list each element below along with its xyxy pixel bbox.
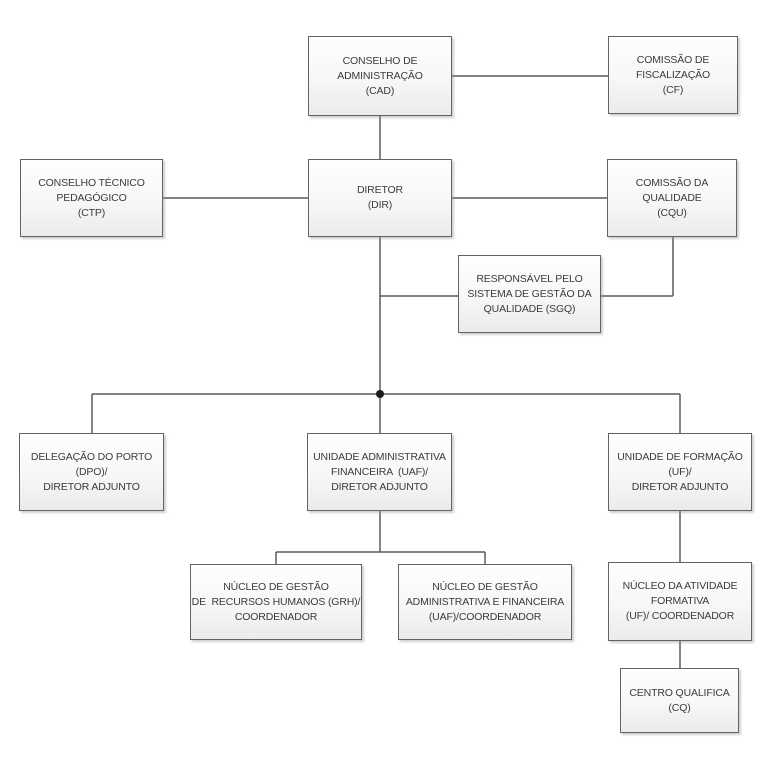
node-comissao-fiscalizacao: COMISSÃO DE FISCALIZAÇÃO (CF) [608,36,738,114]
node-nucleo-administrativa-financeira: NÚCLEO DE GESTÃO ADMINISTRATIVA E FINANC… [398,564,572,640]
node-comissao-qualidade: COMISSÃO DA QUALIDADE (CQU) [607,159,737,237]
node-delegacao-porto: DELEGAÇÃO DO PORTO (DPO)/ DIRETOR ADJUNT… [19,433,164,511]
node-responsavel-sgq: RESPONSÁVEL PELO SISTEMA DE GESTÃO DA QU… [458,255,601,333]
node-centro-qualifica: CENTRO QUALIFICA (CQ) [620,668,739,733]
node-conselho-tecnico-pedagogico: CONSELHO TÉCNICO PEDAGÓGICO (CTP) [20,159,163,237]
node-unidade-formacao: UNIDADE DE FORMAÇÃO (UF)/ DIRETOR ADJUNT… [608,433,752,511]
node-conselho-administracao: CONSELHO DE ADMINISTRAÇÃO (CAD) [308,36,452,116]
node-nucleo-atividade-formativa: NÚCLEO DA ATIVIDADE FORMATIVA (UF)/ COOR… [608,562,752,641]
junction-dot [376,390,384,398]
node-diretor: DIRETOR (DIR) [308,159,452,237]
node-unidade-administrativa-financeira: UNIDADE ADMINISTRATIVA FINANCEIRA (UAF)/… [307,433,452,511]
node-nucleo-recursos-humanos: NÚCLEO DE GESTÃO DE RECURSOS HUMANOS (GR… [190,564,362,640]
